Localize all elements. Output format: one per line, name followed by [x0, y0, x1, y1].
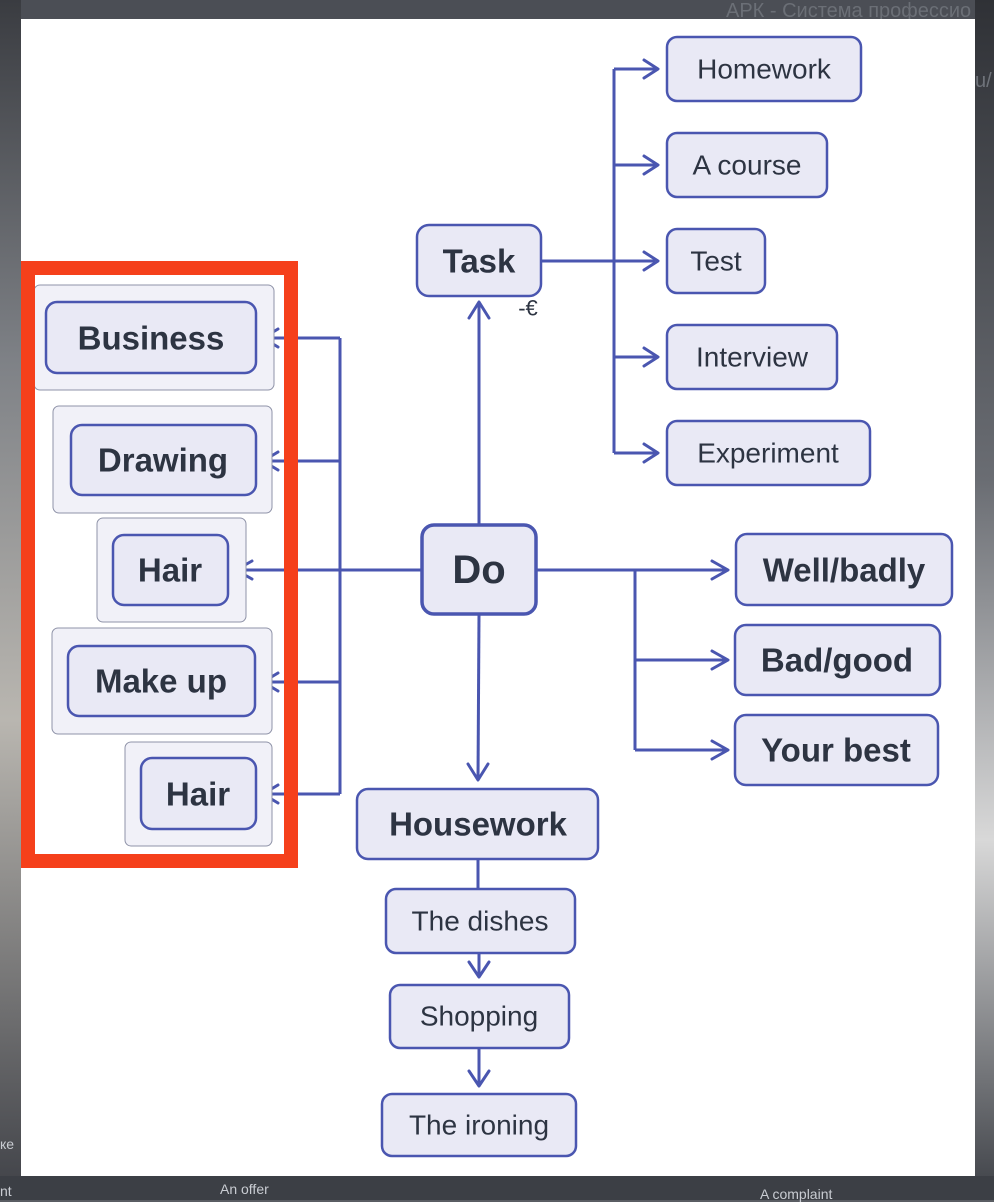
arrowhead-course [642, 154, 660, 176]
node-interview-label: Interview [696, 342, 809, 373]
node-drawing-label: Drawing [98, 442, 228, 479]
arrowhead-ironing [467, 1069, 491, 1088]
node-test: Test [665, 227, 767, 295]
node-a-course: A course [665, 131, 829, 199]
node-bad-good: Bad/good [733, 623, 942, 697]
background-offer-snippet: An offer [220, 1181, 269, 1197]
highlight-box [21, 261, 298, 868]
node-the-dishes: The dishes [384, 887, 577, 955]
arrowhead-bad-good [710, 649, 730, 671]
node-shopping: Shopping [388, 983, 571, 1050]
arrowhead-interview [642, 346, 660, 368]
node-business: Business [44, 300, 258, 375]
node-test-label: Test [690, 246, 742, 277]
node-business-label: Business [78, 320, 225, 357]
node-shopping-label: Shopping [420, 1001, 538, 1032]
arrowhead-shopping [467, 960, 491, 979]
node-housework-label: Housework [389, 806, 568, 843]
node-the-ironing-label: The ironing [409, 1110, 549, 1141]
background-complaint-snippet: A complaint [760, 1186, 833, 1202]
background-url-fragment: u/ [975, 70, 992, 92]
node-bad-good-label: Bad/good [761, 642, 913, 679]
background-page-title: АРК - Система профессио [726, 0, 972, 22]
node-make-up-label: Make up [95, 663, 227, 700]
node-hair-1: Hair [111, 533, 230, 607]
node-do: Do [420, 523, 538, 616]
node-a-course-label: A course [693, 150, 802, 181]
left-branch-group: Business Drawing Hair Make up Hair [33, 284, 275, 847]
node-do-label: Do [452, 548, 505, 592]
node-task-label: Task [443, 243, 516, 280]
arrowhead-your-best [710, 739, 730, 761]
arrowhead-task [467, 300, 491, 320]
background-photo-strip-top [0, 0, 994, 19]
mind-map-diagram: Task -€ Homework A course Test Interview… [21, 35, 954, 1158]
background-left-snippet-1: ке [0, 1136, 15, 1152]
connector-do-housework [476, 614, 481, 781]
node-interview: Interview [665, 323, 839, 391]
node-well-badly: Well/badly [734, 532, 954, 607]
node-the-dishes-label: The dishes [412, 906, 549, 937]
background-left-snippet-2: nt [0, 1183, 12, 1199]
node-make-up: Make up [66, 644, 257, 718]
node-the-ironing: The ironing [380, 1092, 578, 1158]
arrowhead-well-badly [710, 559, 730, 581]
node-drawing: Drawing [69, 423, 258, 497]
background-photo-strip-left [0, 0, 21, 1200]
node-experiment-label: Experiment [697, 438, 839, 469]
node-task: Task [415, 223, 543, 298]
arrowhead-homework [642, 58, 660, 80]
node-experiment: Experiment [665, 419, 872, 487]
arrowhead-housework [466, 762, 490, 782]
background-photo-strip-bottom [0, 1176, 994, 1200]
node-your-best-label: Your best [761, 732, 911, 769]
node-housework: Housework [355, 787, 600, 861]
diagram-image: Task -€ Homework A course Test Interview… [21, 19, 975, 1176]
node-well-badly-label: Well/badly [763, 552, 926, 589]
node-hair-1-label: Hair [138, 552, 202, 589]
arrowhead-test [642, 250, 660, 272]
node-hair-2-label: Hair [166, 776, 230, 813]
background-photo-strip-right [975, 0, 994, 1200]
node-hair-2: Hair [139, 756, 258, 831]
node-your-best: Your best [733, 713, 940, 787]
arrowhead-experiment [642, 442, 660, 464]
euro-symbol: -€ [518, 296, 538, 321]
node-homework-label: Homework [697, 54, 832, 85]
node-homework: Homework [665, 35, 863, 103]
